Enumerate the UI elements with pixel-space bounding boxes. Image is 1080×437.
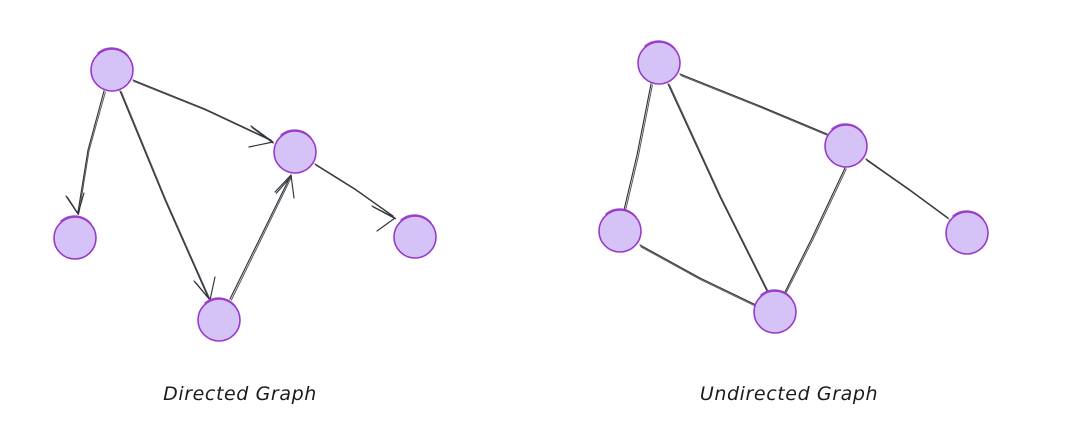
undirected-edge-u3-u5[interactable] <box>865 158 950 220</box>
graph-node-d5[interactable] <box>393 214 437 259</box>
undirected-edges-layer <box>623 73 950 308</box>
directed-graph-panel: Directed Graph <box>53 47 437 405</box>
directed-edge-d3-d5[interactable] <box>314 163 396 232</box>
undirected-edge-u1-u3[interactable] <box>679 73 829 137</box>
undirected-edge-u1-u2[interactable] <box>623 83 653 212</box>
directed-nodes-layer <box>53 47 437 342</box>
graph-node-u4[interactable] <box>753 289 797 334</box>
graph-node-d4[interactable] <box>197 297 241 342</box>
graph-node-u2[interactable] <box>598 208 642 253</box>
graph-node-d2[interactable] <box>53 215 97 260</box>
undirected-edge-u1-u4[interactable] <box>667 83 769 293</box>
undirected-graph-caption: Undirected Graph <box>700 383 878 405</box>
directed-graph-caption: Directed Graph <box>163 383 317 405</box>
directed-edges-layer <box>65 79 396 302</box>
graph-node-u3[interactable] <box>824 123 868 168</box>
undirected-edge-u2-u4[interactable] <box>639 244 758 308</box>
directed-edge-d1-d2[interactable] <box>65 90 106 215</box>
directed-edge-d1-d3[interactable] <box>132 79 274 148</box>
undirected-graph-panel: Undirected Graph <box>598 40 989 405</box>
undirected-edge-u3-u4[interactable] <box>784 167 847 294</box>
graph-node-d1[interactable] <box>90 47 134 92</box>
graph-node-u5[interactable] <box>945 210 989 255</box>
graph-node-u1[interactable] <box>637 40 681 85</box>
directed-edge-d4-d3[interactable] <box>229 174 295 301</box>
directed-edge-d1-d4[interactable] <box>119 90 216 302</box>
graph-node-d3[interactable] <box>273 129 317 174</box>
undirected-nodes-layer <box>598 40 989 334</box>
